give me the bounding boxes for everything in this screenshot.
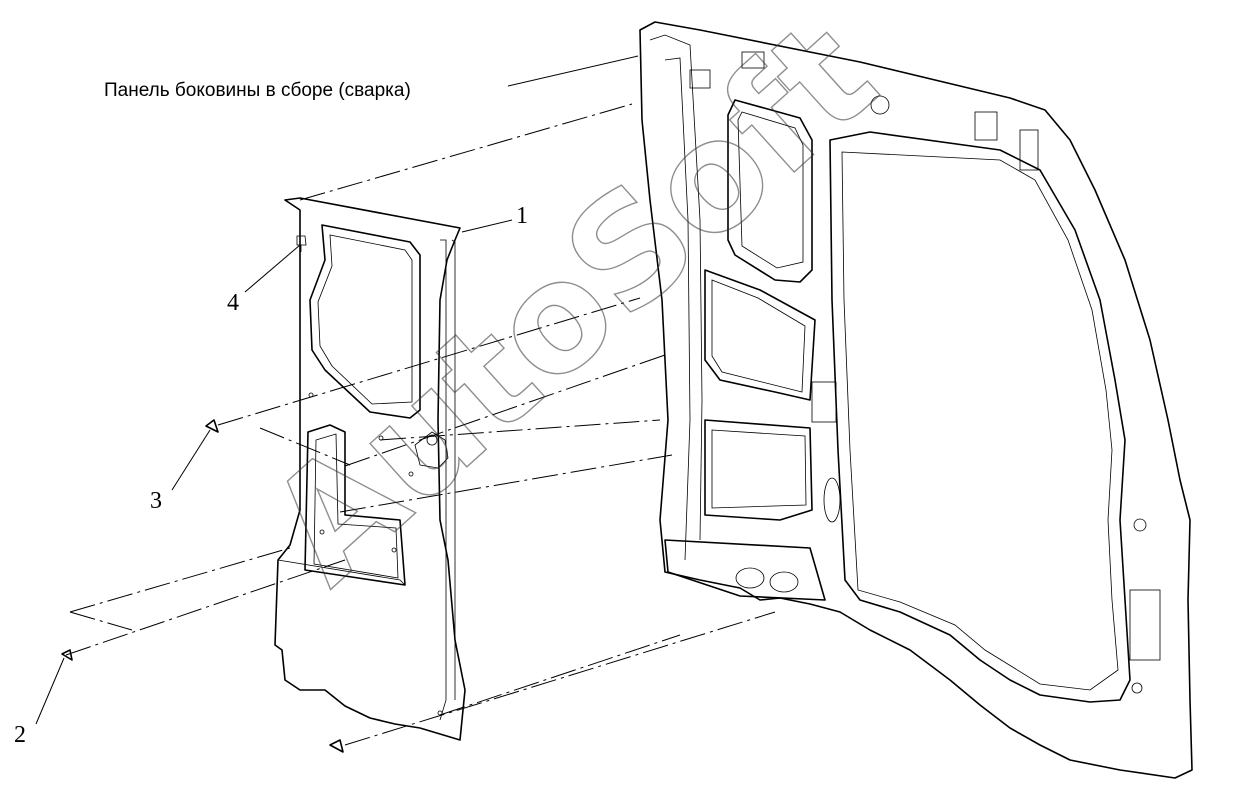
assembly-axes bbox=[65, 103, 776, 746]
screw-part-2 bbox=[61, 649, 73, 661]
callout-1: 1 bbox=[516, 203, 528, 229]
assembly-label: Панель боковины в сборе (сварка) bbox=[104, 80, 411, 101]
leader-lines bbox=[35, 55, 639, 725]
screw-part-3 bbox=[205, 419, 219, 433]
side-panel-assembly bbox=[639, 21, 1193, 779]
screw-bottom bbox=[329, 739, 344, 753]
callout-2: 2 bbox=[14, 722, 26, 748]
callout-4: 4 bbox=[227, 290, 239, 316]
callout-3: 3 bbox=[150, 488, 162, 514]
